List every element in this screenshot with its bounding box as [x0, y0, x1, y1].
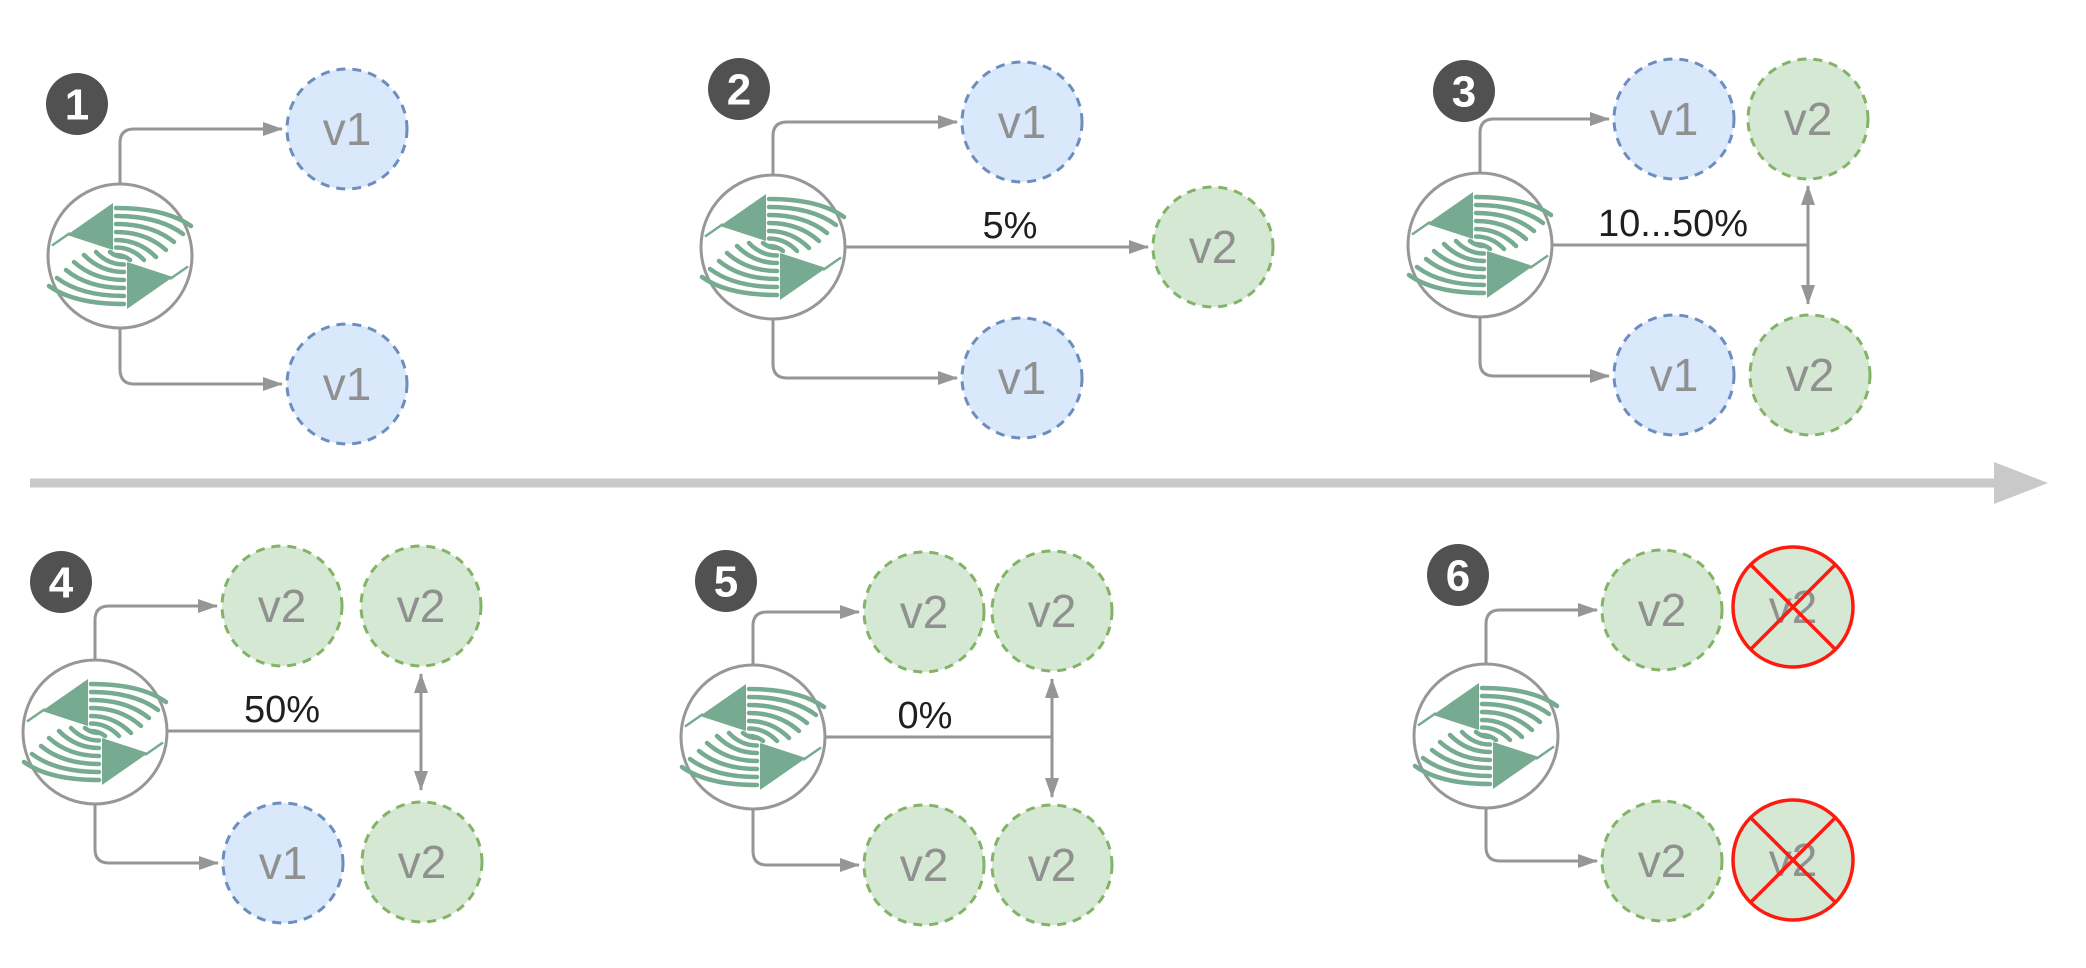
node-v2: v2: [1600, 799, 1724, 923]
node-v2: v2: [1600, 548, 1724, 672]
node-label: v2: [1189, 221, 1238, 273]
step-2-panel: 2 5% v1 v2 v1: [699, 58, 1275, 440]
right-arrow-icon: [1994, 462, 2048, 504]
step-number: 2: [727, 65, 751, 114]
terminated-x-icon: [1749, 816, 1837, 904]
traffic-router-icon: [21, 658, 169, 806]
step-badge: 3: [1433, 60, 1495, 122]
node-v2: v2: [1151, 185, 1275, 309]
node-v1: v1: [960, 60, 1084, 184]
node-v2-terminated: v2: [1731, 545, 1855, 669]
node-label: v2: [258, 580, 307, 632]
step-badge-circle: [1433, 60, 1495, 122]
node-v2: v2: [862, 550, 986, 674]
node-v2: v2: [359, 544, 483, 668]
node-label: v2: [1786, 349, 1835, 401]
node-v1: v1: [221, 801, 345, 925]
node-label: v2: [398, 836, 447, 888]
traffic-router-icon: [679, 663, 827, 811]
step-badge-circle: [30, 551, 92, 613]
step-badge: 5: [695, 550, 757, 612]
node-v2: v2: [862, 803, 986, 927]
node-label: v2: [1638, 584, 1687, 636]
step-badge: 2: [708, 58, 770, 120]
node-label: v1: [998, 96, 1047, 148]
node-v2-terminated: v2: [1731, 798, 1855, 922]
node-label: v1: [1650, 93, 1699, 145]
node-v1: v1: [285, 67, 409, 191]
step-badge-circle: [695, 550, 757, 612]
node-label: v1: [259, 837, 308, 889]
step-3-panel: 3 10...50% v1 v2 v1 v2: [1406, 57, 1872, 437]
step-badge: 6: [1427, 544, 1489, 606]
node-v2: v2: [220, 544, 344, 668]
step-4-panel: 4 50% v2 v2 v1 v2: [21, 544, 484, 925]
traffic-weight-label: 0%: [898, 695, 953, 737]
traffic-router-icon: [699, 173, 847, 321]
route-arrow-top: [1484, 603, 1598, 664]
route-arrow-top: [751, 605, 860, 665]
node-label: v1: [323, 103, 372, 155]
step-number: 6: [1446, 551, 1470, 600]
timeline-arrow: [30, 462, 2048, 504]
route-arrow-bottom: [118, 328, 283, 391]
traffic-weight-label: 5%: [983, 205, 1038, 247]
node-v2: v2: [990, 803, 1114, 927]
node-label: v1: [1650, 349, 1699, 401]
node-v1: v1: [1612, 313, 1736, 437]
traffic-weight-label: 10...50%: [1598, 203, 1748, 245]
node-label: v2: [900, 586, 949, 638]
node-label: v1: [323, 358, 372, 410]
node-v1: v1: [285, 322, 409, 446]
route-arrow-bottom: [93, 804, 219, 870]
route-arrow-top: [1478, 112, 1610, 173]
route-arrow-bottom: [1484, 808, 1598, 868]
step-badge: 4: [30, 551, 92, 613]
traffic-router-icon: [1412, 662, 1560, 810]
step-badge-circle: [46, 73, 108, 135]
step-1-panel: 1 v1 v1: [46, 67, 409, 446]
route-arrow-bottom: [751, 809, 860, 872]
step-number: 1: [65, 80, 89, 129]
route-arrow-bottom: [771, 319, 958, 385]
step-5-panel: 5 0% v2 v2 v2 v2: [679, 549, 1114, 927]
node-label: v2: [900, 839, 949, 891]
node-label: v2: [1028, 585, 1077, 637]
node-label: v2: [397, 580, 446, 632]
step-6-panel: 6 v2 v2 v2 v2: [1412, 544, 1855, 923]
route-arrow-top: [93, 599, 218, 660]
node-v2: v2: [990, 549, 1114, 673]
node-v2: v2: [1748, 313, 1872, 437]
node-v2: v2: [360, 800, 484, 924]
node-v1: v1: [960, 316, 1084, 440]
node-label: v2: [1028, 839, 1077, 891]
step-number: 3: [1452, 67, 1476, 116]
terminated-x-icon: [1749, 563, 1837, 651]
node-label: v1: [998, 352, 1047, 404]
traffic-router-icon: [1406, 171, 1554, 319]
node-v2: v2: [1746, 57, 1870, 181]
node-label: v2: [1638, 835, 1687, 887]
step-badge-circle: [708, 58, 770, 120]
step-badge: 1: [46, 73, 108, 135]
step-number: 5: [714, 557, 738, 606]
traffic-router-icon: [46, 182, 194, 330]
step-number: 4: [49, 558, 74, 607]
route-arrow-bottom: [1478, 317, 1610, 383]
step-badge-circle: [1427, 544, 1489, 606]
route-arrow-top: [771, 115, 958, 175]
node-v1: v1: [1612, 57, 1736, 181]
traffic-weight-label: 50%: [244, 689, 320, 731]
node-label: v2: [1784, 93, 1833, 145]
route-arrow-top: [118, 122, 283, 184]
